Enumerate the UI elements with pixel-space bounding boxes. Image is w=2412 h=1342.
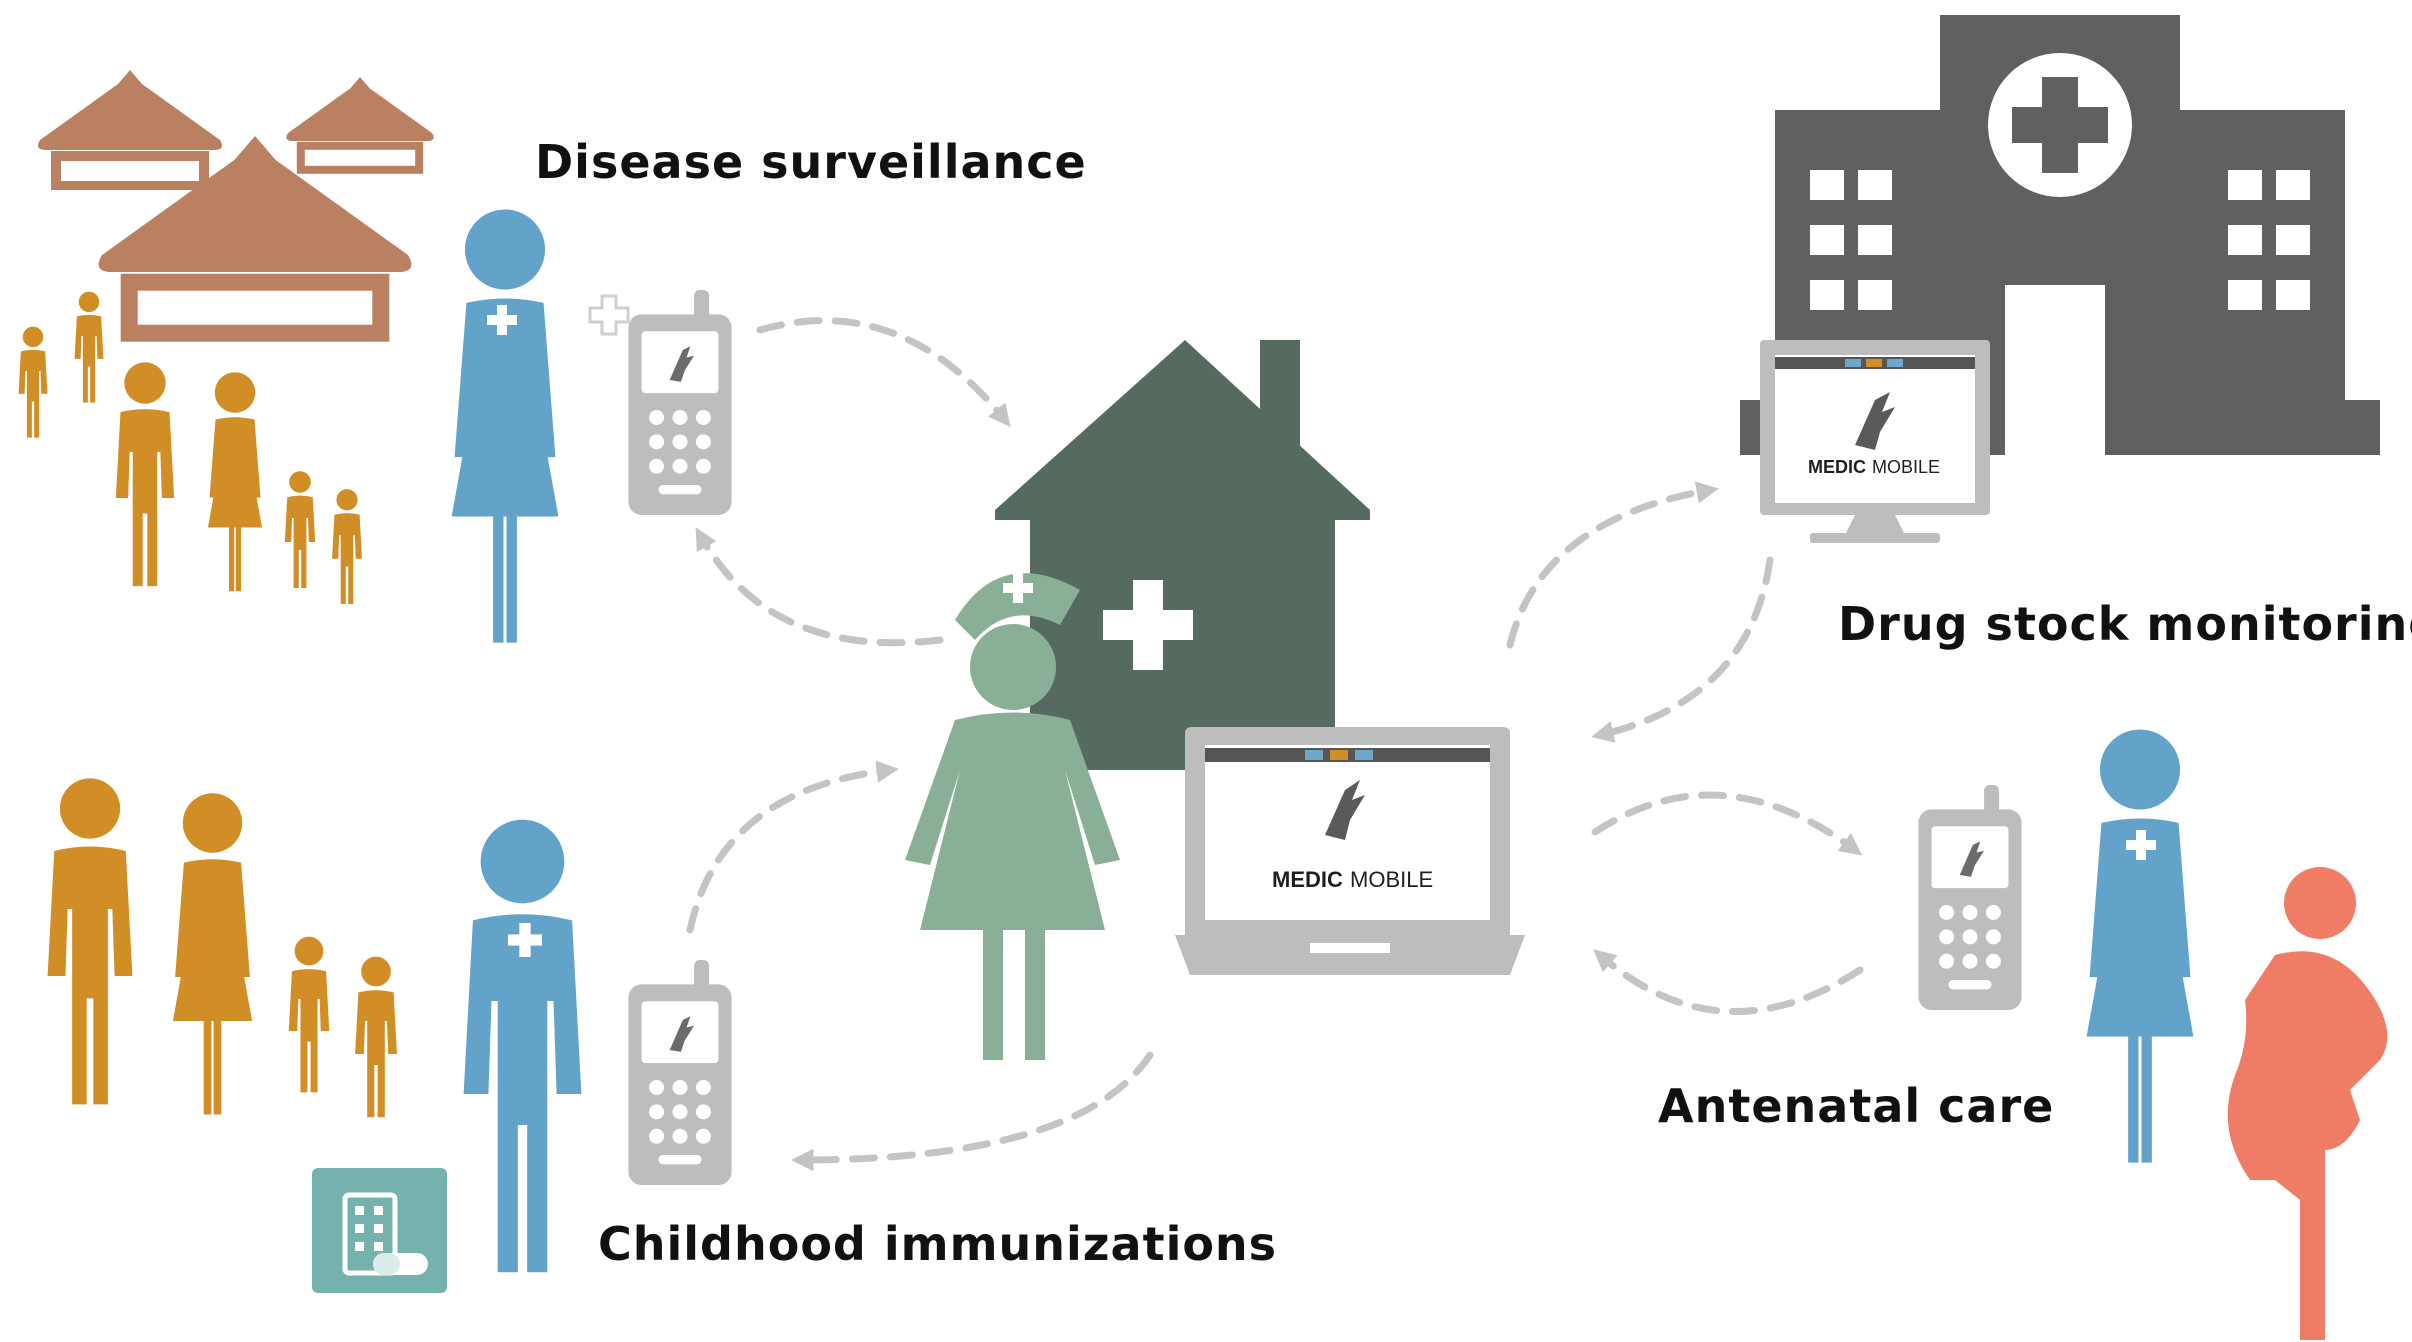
label-childhood-immunizations: Childhood immunizations xyxy=(598,1217,1277,1271)
health-worker-icon xyxy=(463,819,582,1273)
pregnant-woman-icon xyxy=(2227,867,2388,1340)
phone-icon xyxy=(628,290,732,515)
label-antenatal-care: Antenatal care xyxy=(1658,1079,2054,1133)
laptop-brand-mobile: MOBILE xyxy=(1350,867,1433,892)
arrow-clinic-to-immunization xyxy=(791,1051,1154,1172)
laptop-brand-medic: MEDIC xyxy=(1272,867,1343,892)
health-worker-icon xyxy=(451,209,559,643)
arrow-phone-to-clinic xyxy=(756,317,1011,427)
laptop-icon: MEDIC MOBILE xyxy=(1175,727,1525,975)
label-drug-stock-monitoring: Drug stock monitoring xyxy=(1838,597,2412,651)
arrow-antenatal-to-laptop xyxy=(1593,949,1864,1015)
arrow-hospital-to-laptop xyxy=(1591,556,1774,743)
monitor-icon: MEDIC MOBILE xyxy=(1760,340,1990,543)
label-disease-surveillance: Disease surveillance xyxy=(535,135,1087,189)
phone-icon xyxy=(1918,785,2022,1010)
health-worker-icon xyxy=(2086,729,2194,1163)
med-kit-icon xyxy=(312,1168,447,1293)
arrow-clinic-to-phone xyxy=(695,527,944,647)
plus-outline-icon xyxy=(588,294,630,336)
monitor-brand-mobile: MOBILE xyxy=(1872,457,1940,477)
monitor-brand-medic: MEDIC xyxy=(1808,457,1866,477)
connection-arrows xyxy=(686,317,1864,1172)
arrow-laptop-to-antenatal xyxy=(1591,791,1863,856)
arrow-laptop-to-hospital xyxy=(1506,481,1719,649)
family-icon xyxy=(47,778,397,1118)
arrow-immunization-to-clinic xyxy=(686,760,899,934)
hut-icon xyxy=(38,70,434,333)
clinic-icon xyxy=(995,340,1370,770)
nurse-icon xyxy=(905,573,1120,1060)
phone-icon xyxy=(628,960,732,1185)
